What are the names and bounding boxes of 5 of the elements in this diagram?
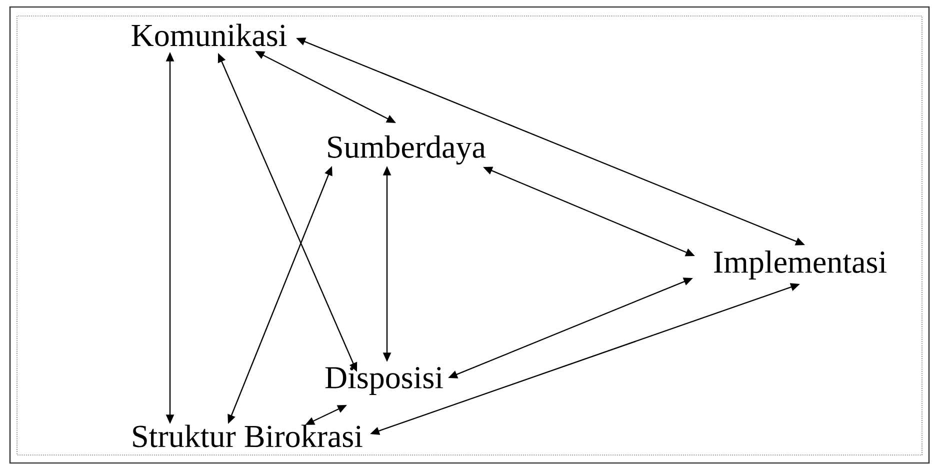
concept-label: Struktur Birokrasi xyxy=(133,424,362,448)
concept-label: Komunikasi xyxy=(132,24,287,46)
concept-label: Disposisi xyxy=(325,367,443,395)
concept-label: Implementasi xyxy=(714,250,886,280)
concept-label: Sumberdaya xyxy=(328,135,486,165)
